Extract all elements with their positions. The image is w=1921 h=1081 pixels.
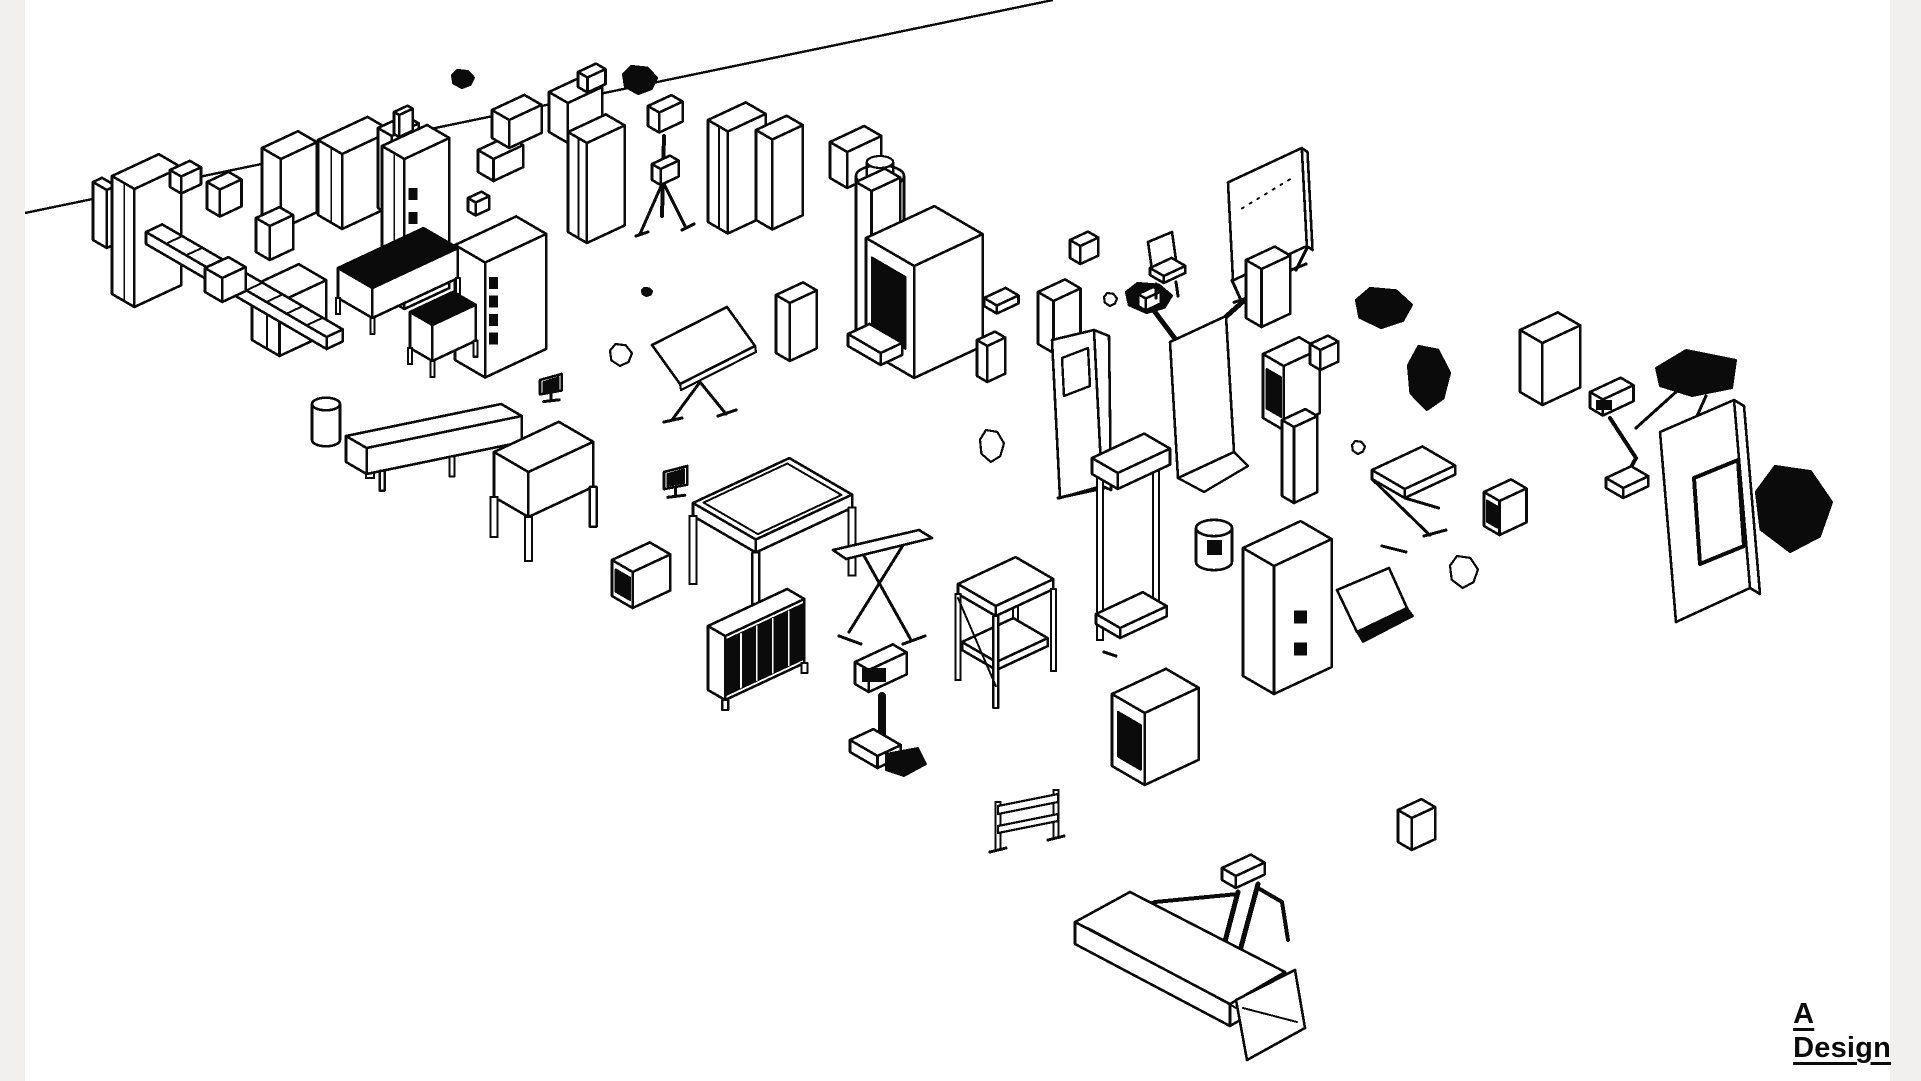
monitor-small-1: [662, 464, 689, 499]
grille-gate: [706, 587, 809, 712]
small-box-left: [254, 205, 295, 262]
cart-dark-top: [334, 226, 461, 336]
wedge-open: [1335, 566, 1414, 643]
cart-dark-top-2: [406, 290, 479, 379]
small-cube-b: [1396, 797, 1437, 852]
cylinder-dark: [1194, 518, 1234, 572]
press-machine-2: [453, 215, 548, 379]
main-table: [688, 456, 857, 626]
bracket-small: [1448, 554, 1480, 590]
water-cooler: [310, 396, 342, 448]
kiosk-totem: [1050, 328, 1113, 500]
tilt-mini-box: [1308, 334, 1340, 372]
small-box-u: [1068, 230, 1100, 266]
twin-cabinet-right: [754, 114, 805, 231]
drafting-table: [650, 305, 758, 424]
treadmill: [1073, 853, 1307, 1062]
trolley-frame: [1090, 432, 1172, 658]
shelf-stand: [954, 555, 1057, 710]
dark-machine: [621, 64, 659, 96]
vending-machine: [1241, 519, 1333, 696]
tall-box-w: [1244, 245, 1292, 329]
blob-small: [608, 342, 634, 368]
tote-clamp: [978, 428, 1006, 464]
logo-line2: Design: [1793, 1032, 1891, 1064]
mini-box-1: [168, 159, 203, 195]
side-panel: [91, 176, 118, 250]
mini-box-2: [205, 170, 243, 218]
tote-rack: [975, 330, 1007, 384]
flag-device: [392, 104, 414, 139]
open-cube: [1110, 667, 1200, 787]
chair: [1146, 230, 1187, 300]
lectern: [774, 281, 819, 363]
bench-machine-a: [490, 93, 543, 150]
tall-box-r: [1518, 311, 1582, 407]
microwave-box: [610, 541, 672, 610]
logo-line1: A: [1793, 998, 1815, 1030]
small-cabinet-r: [1280, 407, 1319, 505]
open-box: [1261, 335, 1321, 432]
camera-rig-panel: [1634, 349, 1762, 624]
twin-cabinet-left: [706, 101, 767, 235]
ironing-board: [831, 528, 934, 646]
clamp-bits: [450, 68, 476, 90]
ring-small: [1102, 291, 1119, 308]
x-table: [1370, 445, 1457, 554]
conveyor-crate: [203, 255, 247, 304]
banana-blob: [1406, 344, 1452, 412]
xray-scanner: [846, 204, 1020, 380]
mixer-lamp: [1588, 376, 1650, 500]
dot-small: [1350, 439, 1367, 456]
box-machine: [489, 420, 598, 563]
monitor-small-2: [538, 372, 563, 404]
sewing-machine: [848, 643, 927, 777]
tall-cabinet: [566, 113, 626, 245]
camera-bits: [1354, 286, 1414, 330]
square-box: [1482, 478, 1528, 537]
tripod-scope: [634, 93, 696, 238]
dark-scaffold: [1754, 464, 1834, 554]
mini-box-3: [576, 62, 607, 94]
low-rail: [988, 788, 1066, 854]
mini-box-4: [466, 190, 491, 217]
dot-tiny: [640, 286, 654, 298]
